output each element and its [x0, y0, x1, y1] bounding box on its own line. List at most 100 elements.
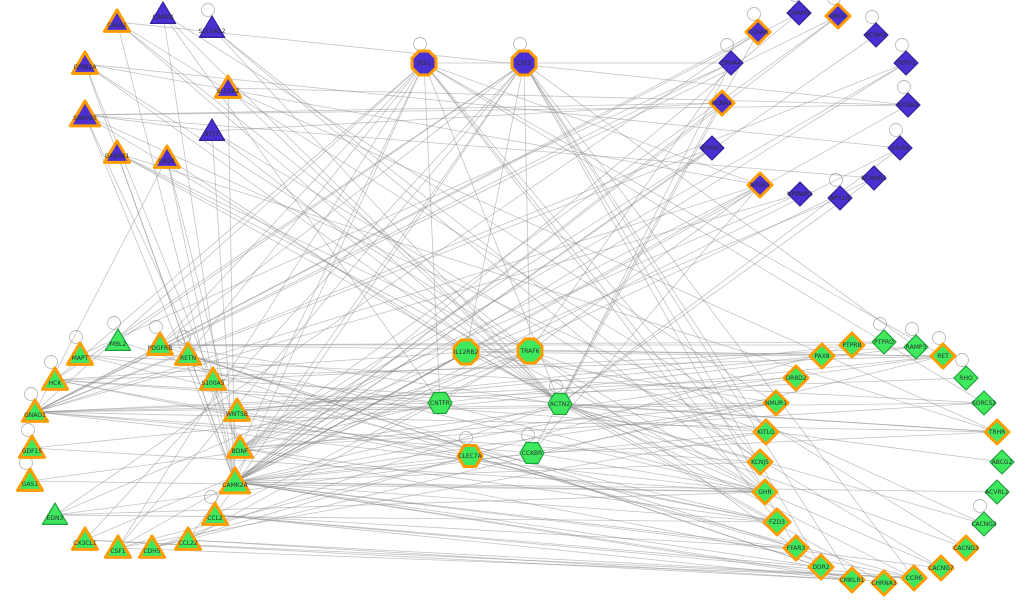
node-csf2[interactable]: CSF2 — [510, 37, 538, 77]
node-mapt[interactable]: MAPT — [65, 330, 95, 366]
self-loop-edge — [895, 38, 909, 52]
edge-irs1-ghr — [423, 62, 766, 493]
diamond-node-shape — [746, 171, 774, 199]
node-sorcs2[interactable]: SORCS2 — [971, 390, 997, 416]
self-loop-edge — [21, 423, 35, 437]
edge-traf6-epha4 — [529, 62, 732, 352]
self-loop-edge — [955, 353, 969, 367]
edge-gabra1-traf6 — [116, 152, 531, 352]
node-kitlg[interactable]: KITLG — [752, 418, 780, 446]
edge-bdnf-nmur1 — [239, 402, 777, 449]
node-pdgfrb[interactable]: PDGFRB — [145, 320, 175, 356]
node-snap25[interactable]: SNAP25 — [68, 99, 102, 128]
node-traf6[interactable]: TRAF6 — [516, 337, 544, 365]
triangle-node-shape — [40, 366, 70, 391]
self-loop-edge — [149, 320, 163, 334]
node-abcg2[interactable]: ABCG2 — [989, 449, 1015, 475]
diamond-node-shape — [971, 511, 997, 537]
node-gas1[interactable]: GAS1 — [15, 456, 45, 492]
edge-layer — [29, 12, 1003, 584]
node-cacng2[interactable]: CACNG2 — [971, 499, 997, 537]
self-loop-edge — [932, 331, 946, 345]
edge-ntsr1-camk2a — [234, 184, 761, 483]
node-gdf15[interactable]: GDF15 — [17, 423, 47, 459]
edge-csf2-traf6 — [523, 62, 531, 352]
node-kcnh2[interactable]: KCNH2 — [863, 10, 889, 48]
edge-cckar-edn3 — [54, 31, 759, 516]
node-slc6a12[interactable]: SLC6A12 — [199, 3, 226, 38]
node-kcnj5[interactable]: KCNJ5 — [746, 448, 774, 476]
edge-il12rb2-nmur1 — [465, 351, 777, 404]
node-rho[interactable]: RHO — [953, 353, 979, 391]
node-grin2a[interactable]: GRIN2A — [70, 50, 100, 75]
self-loop-edge — [829, 173, 843, 187]
edge-epha4-mapt — [79, 62, 732, 356]
node-npy1r[interactable]: NPY1R — [827, 173, 853, 211]
diamond-node-shape — [953, 365, 979, 391]
edge-csf2-cx3cl1 — [84, 62, 525, 541]
node-cckbr[interactable]: CCKBR — [519, 428, 545, 465]
edge-csf1-ccr6 — [117, 547, 915, 579]
node-epha7[interactable]: EPHA7 — [699, 135, 725, 161]
edge-camk2a-acvrl1 — [234, 481, 998, 493]
edge-syt1-actn2 — [211, 130, 561, 405]
hexagon-node-shape — [427, 391, 453, 415]
edge-syt1-cacng7 — [211, 130, 942, 569]
diamond-node-shape — [984, 479, 1010, 505]
node-kcna5[interactable]: KCNA5 — [895, 80, 921, 118]
node-cacng3[interactable]: CACNG3 — [952, 534, 980, 562]
node-cntfr[interactable]: CNTFR — [427, 391, 453, 415]
triangle-node-shape — [198, 118, 226, 141]
triangle-node-shape — [65, 341, 95, 366]
edge-irs1-hck — [54, 62, 425, 381]
node-ntsr1[interactable]: NTSR1 — [746, 171, 774, 199]
node-chrm1[interactable]: CHRM1 — [786, 0, 812, 26]
edge-gnao1-nmur1 — [34, 402, 777, 413]
node-cx3cl1[interactable]: CX3CL1 — [70, 526, 100, 551]
node-acvrl1[interactable]: ACVRL1 — [984, 479, 1010, 505]
edge-irs1-fzd3 — [423, 62, 778, 523]
node-trpv1[interactable]: TRPV1 — [893, 38, 919, 76]
node-irs1[interactable]: IRS1 — [410, 37, 438, 77]
edge-ntsr1-gnao1 — [34, 184, 761, 413]
node-calb1[interactable]: CALB1 — [102, 8, 132, 33]
node-kcnmb1[interactable]: KCNMB1 — [861, 165, 887, 191]
edge-csf1-kitlg — [117, 431, 767, 549]
node-camk4[interactable]: CAMK4 — [149, 1, 177, 24]
edge-actn2-kcnj5 — [559, 403, 761, 463]
self-loop-edge — [69, 330, 83, 344]
edge-clec7a-hck — [54, 379, 471, 457]
node-trhr[interactable]: TRHR — [983, 418, 1011, 446]
triangle-node-shape — [145, 331, 175, 356]
edge-hck-ret — [54, 355, 944, 381]
node-ret[interactable]: RET — [929, 331, 957, 370]
diamond-node-shape — [787, 181, 813, 207]
edge-cntfr-ramp3 — [439, 346, 917, 404]
self-loop-edge — [889, 123, 903, 137]
edge-camk4-cntfr — [162, 13, 441, 404]
node-ccr6[interactable]: CCR6 — [900, 564, 928, 592]
edge-ccl22-cmklr1 — [187, 539, 853, 581]
edge-snap25-cacng2 — [84, 114, 985, 525]
node-ghr[interactable]: GHR — [751, 478, 779, 506]
edge-irs1-csf1 — [117, 62, 425, 549]
diamond-node-shape — [708, 89, 736, 117]
diamond-node-shape — [900, 564, 928, 592]
node-kcna1[interactable]: KCNA1 — [708, 89, 736, 117]
edge-cckbr-nmur1 — [531, 402, 777, 454]
self-loop-edge — [521, 428, 535, 442]
node-gabra1[interactable]: GABRA1 — [102, 139, 132, 164]
edge-actn2-kcna1 — [559, 102, 723, 405]
edge-cckbr-gnao1 — [34, 411, 533, 454]
edge-mapt-sorcs2 — [79, 354, 985, 404]
triangle-node-shape — [103, 534, 133, 559]
node-cacng7[interactable]: CACNG7 — [927, 554, 955, 582]
node-cdh5[interactable]: CDH5 — [137, 534, 167, 559]
node-il12rb2[interactable]: IL12RB2 — [452, 338, 480, 366]
node-drd1[interactable]: DRD1 — [824, 0, 852, 30]
edge-grin2a-ntsr1 — [84, 63, 761, 186]
edge-calb1-camk2a — [116, 21, 236, 483]
diamond-node-shape — [863, 22, 889, 48]
